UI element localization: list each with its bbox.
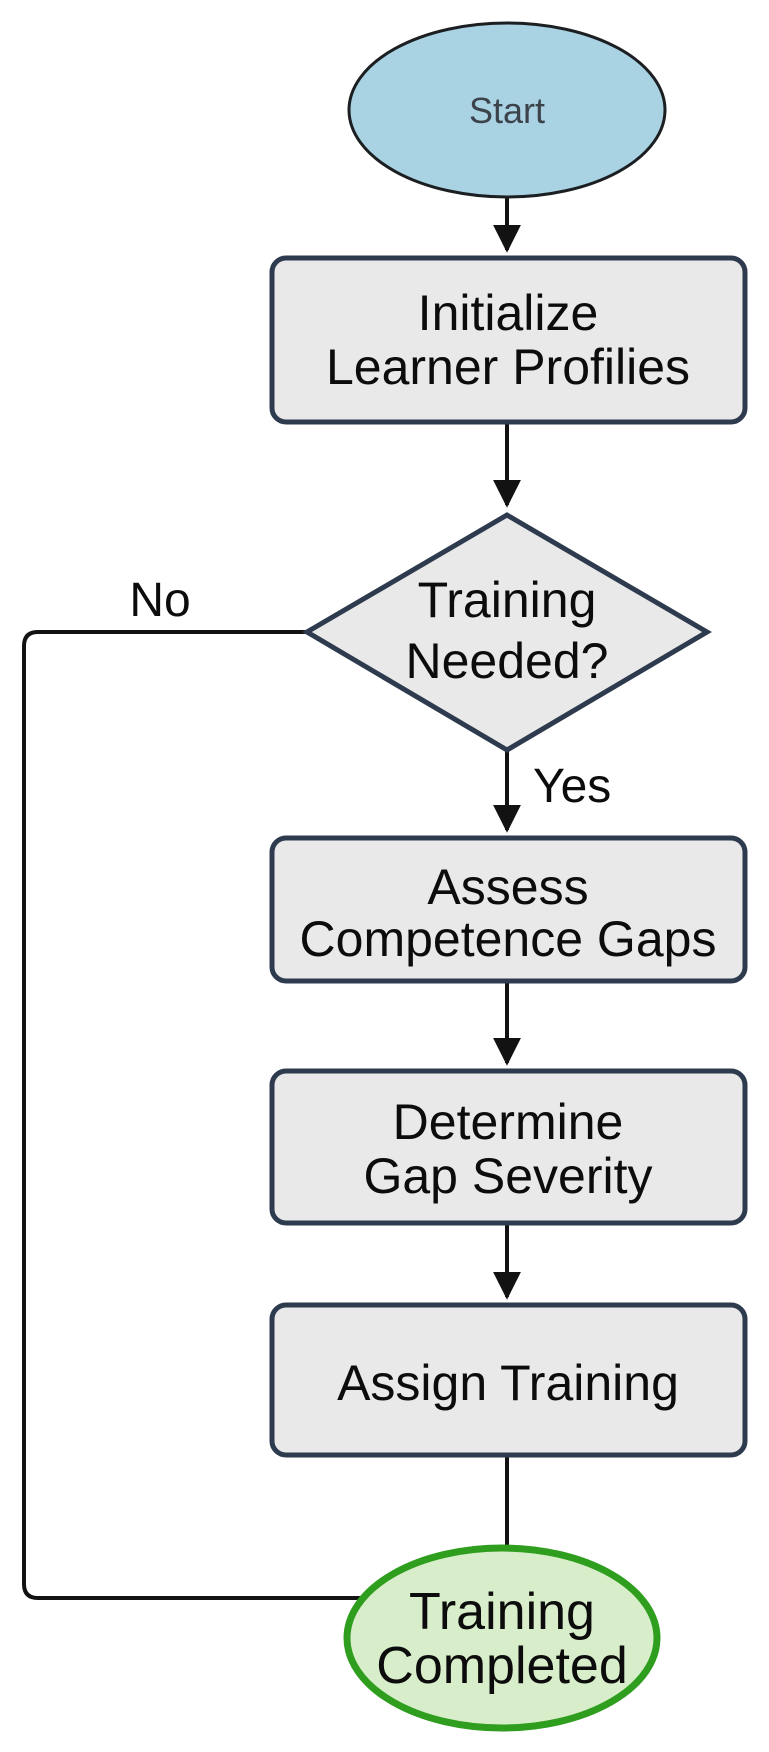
edges-layer: Yes No <box>22 198 611 1600</box>
node-assess-competence-gaps: Assess Competence Gaps <box>269 835 748 984</box>
node-assign-training: Assign Training <box>269 1302 748 1458</box>
process-shape-determine <box>269 1068 748 1226</box>
process-shape-assess <box>269 835 748 984</box>
assign-label: Assign Training <box>337 1355 679 1411</box>
edge-label-no: No <box>129 574 190 627</box>
edge-label-yes: Yes <box>533 760 611 813</box>
edge-decision-no-to-completed <box>22 630 362 1600</box>
decision-label-line-2: Needed? <box>406 633 609 689</box>
process-shape-initialize <box>269 255 748 425</box>
decision-diamond-shape <box>302 512 712 753</box>
assess-label-line-2: Competence Gaps <box>300 911 717 967</box>
determine-label-line-2: Gap Severity <box>363 1148 652 1204</box>
process-shape-assign <box>269 1302 748 1458</box>
end-terminator-shape <box>343 1544 661 1732</box>
node-training-completed: Training Completed <box>343 1544 661 1732</box>
assess-label-line-1: Assess <box>427 859 588 915</box>
node-initialize-learner-profiles: Initialize Learner Profilies <box>269 255 748 425</box>
node-training-needed-decision: Training Needed? <box>302 512 712 753</box>
node-determine-gap-severity: Determine Gap Severity <box>269 1068 748 1226</box>
completed-label-line-1: Training <box>409 1583 595 1641</box>
node-start: Start <box>347 21 667 199</box>
initialize-label-line-1: Initialize <box>418 285 599 341</box>
determine-label-line-1: Determine <box>393 1094 624 1150</box>
initialize-label-line-2: Learner Profilies <box>326 339 690 395</box>
start-label: Start <box>469 90 545 131</box>
decision-label-line-1: Training <box>418 572 597 628</box>
start-terminator-shape <box>347 21 667 199</box>
completed-label-line-2: Completed <box>376 1637 627 1695</box>
